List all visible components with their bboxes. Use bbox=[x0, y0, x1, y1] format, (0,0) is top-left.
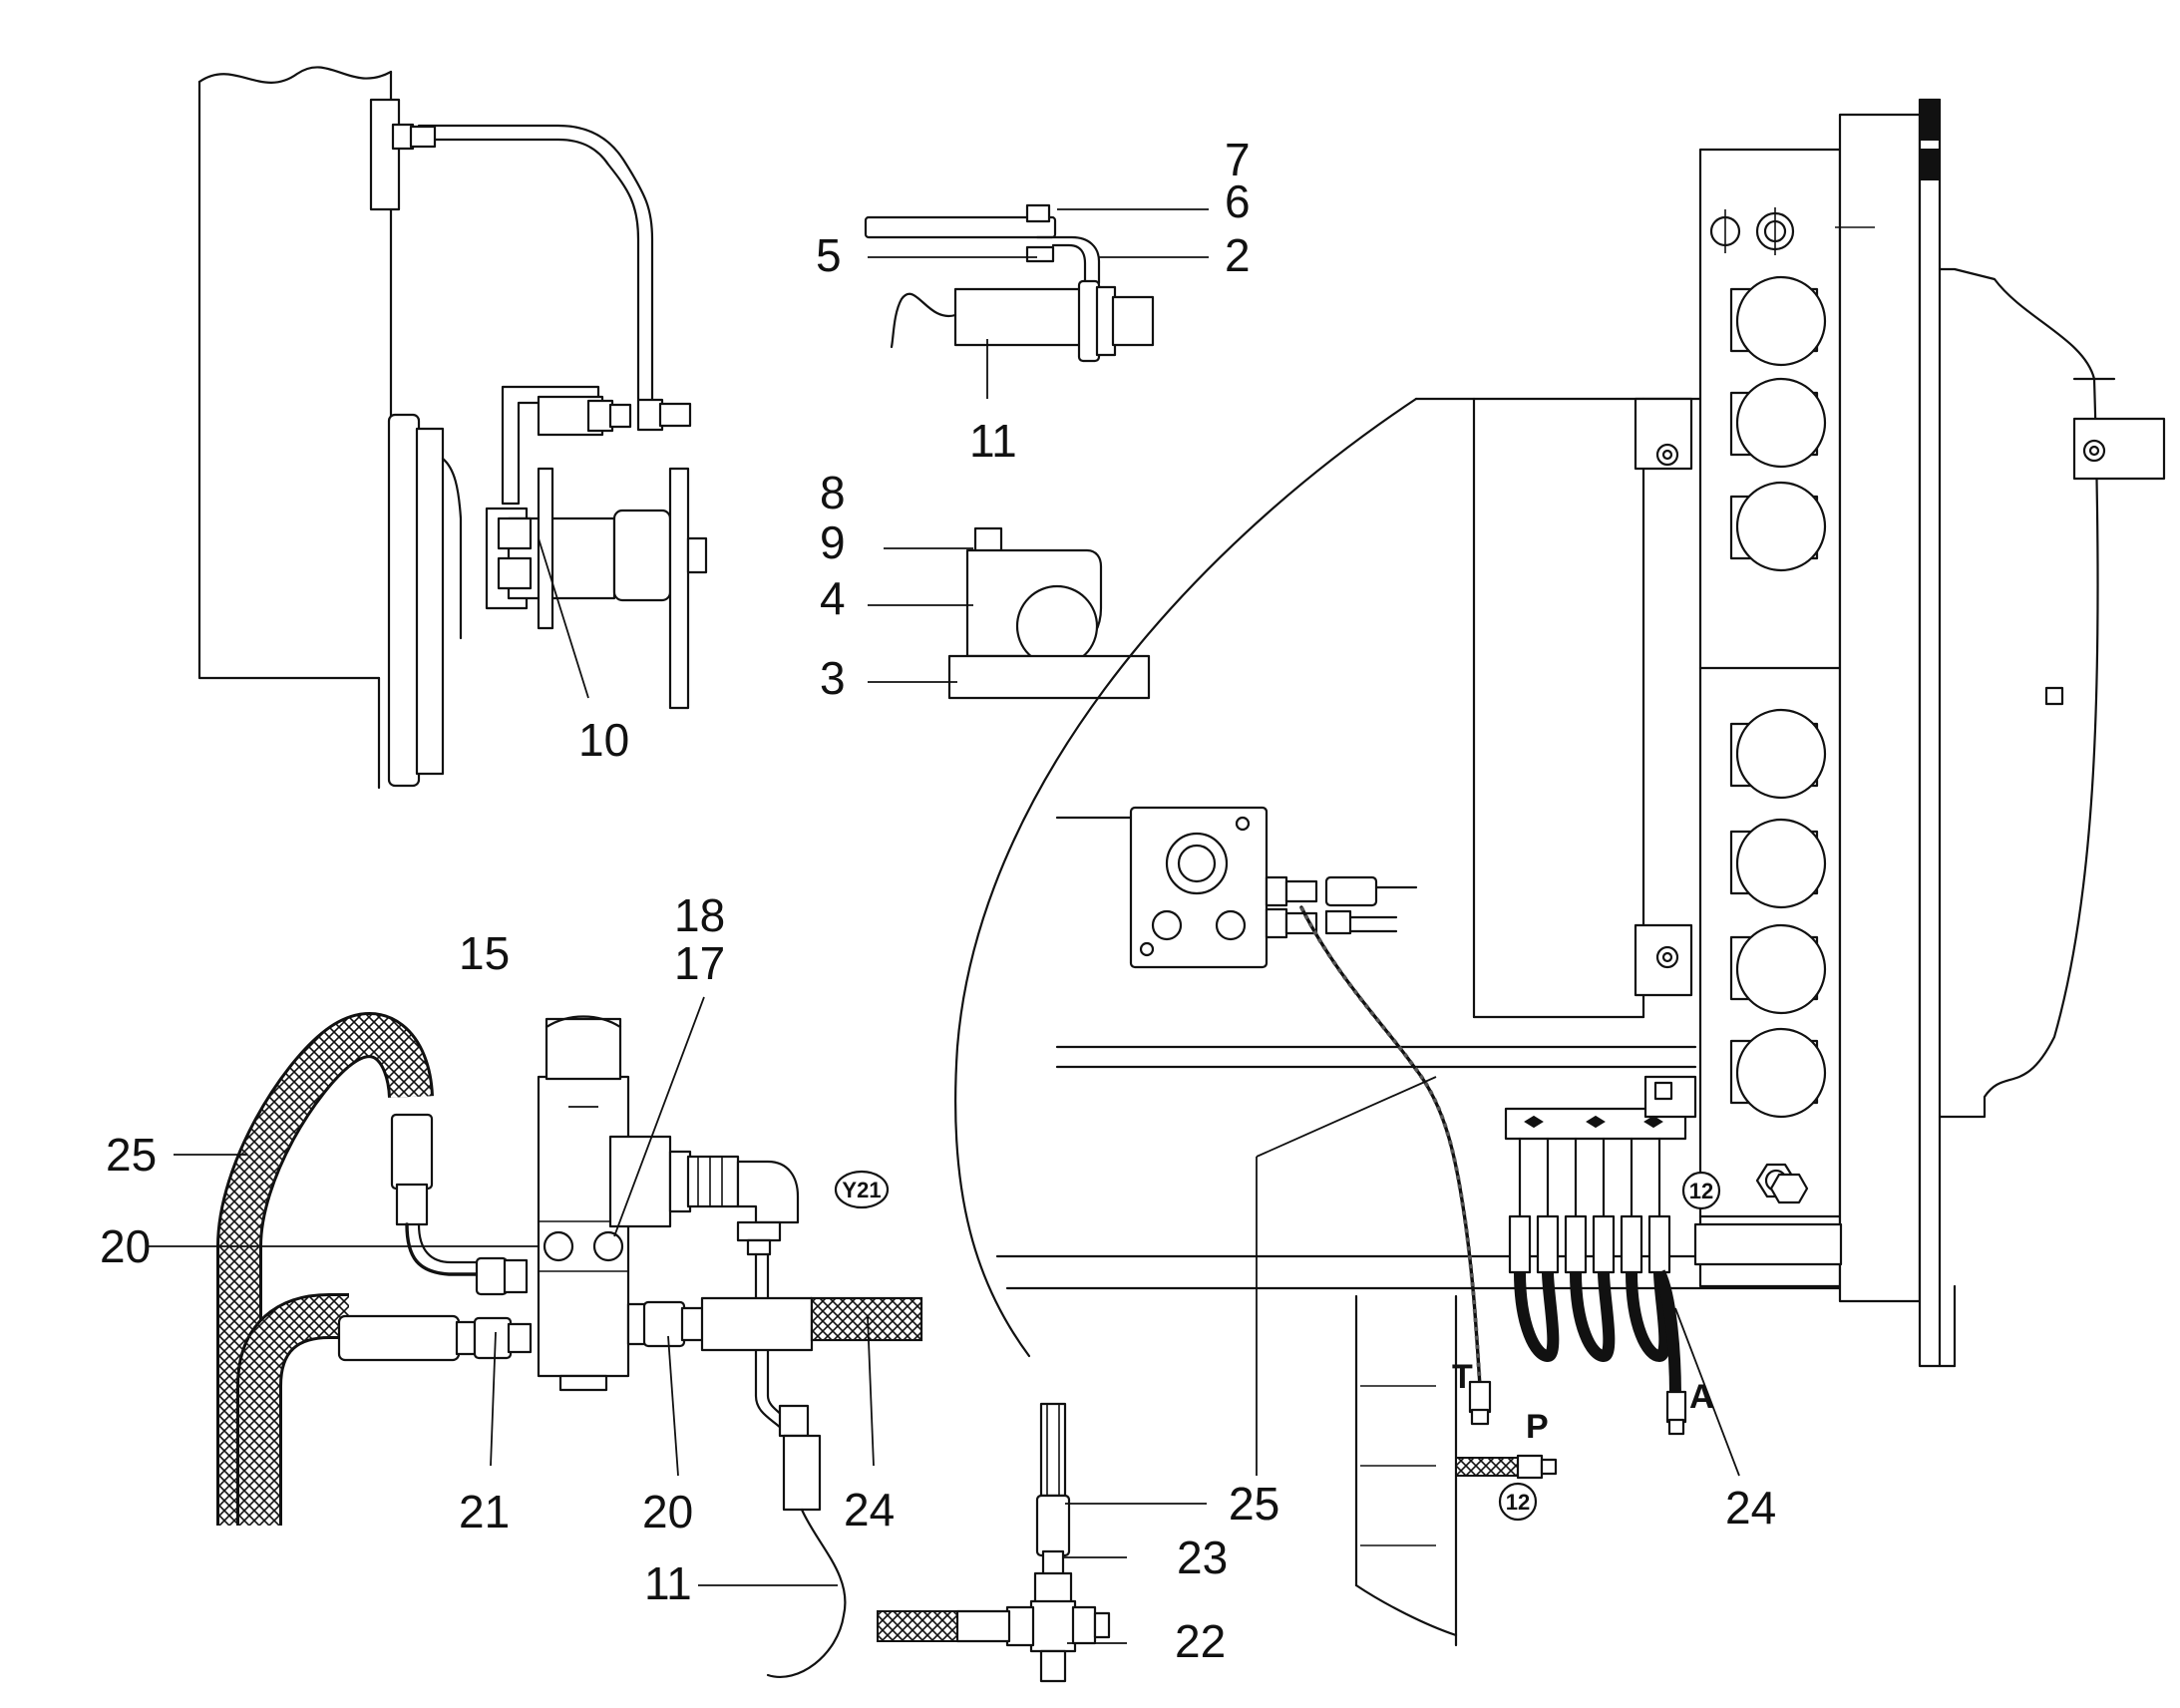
callout-2: 2 bbox=[1225, 229, 1251, 281]
circled-mark-12-a: 12 bbox=[1689, 1179, 1713, 1203]
callout-25-tee: 25 bbox=[1229, 1478, 1279, 1530]
callout-15: 15 bbox=[459, 927, 510, 979]
solenoid-valve-assembly bbox=[216, 1012, 923, 1678]
callout-8: 8 bbox=[820, 467, 846, 518]
machine-frame-right bbox=[954, 98, 2166, 1647]
callout-25-left: 25 bbox=[106, 1129, 157, 1181]
callout-7: 7 bbox=[1225, 134, 1251, 185]
port-letters: T P A bbox=[1452, 1358, 1714, 1446]
callout-17: 17 bbox=[674, 937, 725, 989]
callout-20-left: 20 bbox=[100, 1220, 151, 1272]
callout-11-bottom: 11 bbox=[644, 1557, 692, 1609]
callout-22: 22 bbox=[1175, 1615, 1226, 1667]
port-letter-p: P bbox=[1526, 1408, 1549, 1446]
hose-bundle bbox=[1508, 1137, 1687, 1436]
circled-marks: Y21 12 12 bbox=[834, 1170, 1721, 1522]
callout-24-left: 24 bbox=[844, 1484, 895, 1536]
callout-3: 3 bbox=[820, 652, 846, 704]
callout-6: 6 bbox=[1225, 175, 1251, 227]
callout-20-bottom: 20 bbox=[642, 1486, 693, 1537]
port-letter-a: A bbox=[1689, 1378, 1714, 1416]
tee-fitting-detail bbox=[877, 1402, 1111, 1683]
callout-23: 23 bbox=[1177, 1532, 1228, 1583]
callout-11-top: 11 bbox=[969, 415, 1017, 467]
callout-21: 21 bbox=[459, 1486, 510, 1537]
top-left-housing-view bbox=[197, 66, 708, 790]
callout-4: 4 bbox=[820, 572, 846, 624]
callout-9: 9 bbox=[820, 516, 846, 568]
callout-18: 18 bbox=[674, 889, 725, 941]
circled-mark-12-b: 12 bbox=[1506, 1490, 1530, 1515]
switch-detail-top bbox=[864, 203, 1155, 363]
leader-lines bbox=[148, 208, 1740, 1644]
callout-numbers: 7 6 5 2 11 8 9 4 3 10 18 17 15 25 20 21 … bbox=[100, 134, 1776, 1667]
callout-24-right: 24 bbox=[1725, 1482, 1776, 1534]
circled-mark-y21: Y21 bbox=[842, 1178, 881, 1202]
clamp-detail bbox=[947, 526, 1151, 700]
callout-10: 10 bbox=[578, 714, 629, 766]
callout-25-right: 25 bbox=[1229, 1478, 1279, 1530]
callout-5: 5 bbox=[816, 229, 842, 281]
port-letter-t: T bbox=[1452, 1358, 1473, 1396]
